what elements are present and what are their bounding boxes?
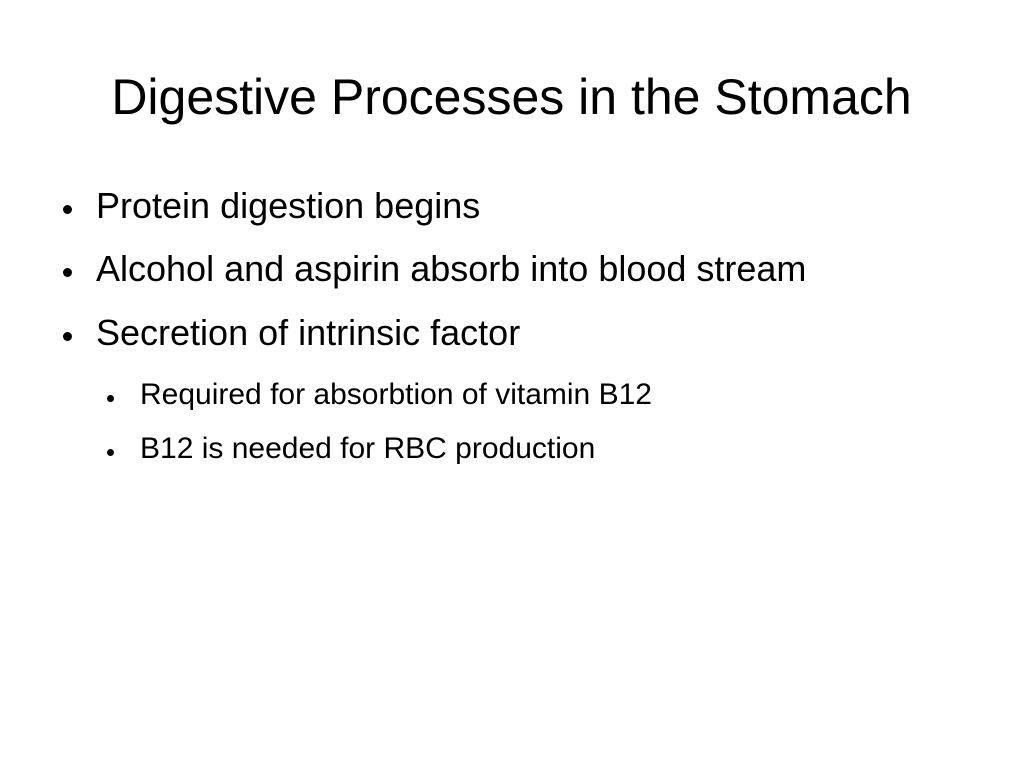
sub-bullet-text: B12 is needed for RBC production xyxy=(140,432,596,465)
bullet-dot-icon xyxy=(63,268,72,277)
sub-bullet-dot-icon xyxy=(107,449,114,456)
bullet-dot-icon xyxy=(63,205,72,214)
slide-title: Digestive Processes in the Stomach xyxy=(111,69,912,125)
bullet-text: Protein digestion begins xyxy=(96,185,481,226)
sub-bullet-dot-icon xyxy=(107,395,114,402)
sub-bullet-text: Required for absorbtion of vitamin B12 xyxy=(140,378,652,411)
bullet-item-intrinsic-factor: Secretion of intrinsic factor xyxy=(63,312,521,353)
sub-bullet-item-vitamin-b12: Required for absorbtion of vitamin B12 xyxy=(107,378,652,412)
bullet-text: Alcohol and aspirin absorb into blood st… xyxy=(96,248,807,289)
sub-bullet-item-rbc-production: B12 is needed for RBC production xyxy=(107,432,596,466)
bullet-item-protein-digestion: Protein digestion begins xyxy=(63,185,481,226)
bullet-item-alcohol-aspirin: Alcohol and aspirin absorb into blood st… xyxy=(63,248,807,289)
bullet-text: Secretion of intrinsic factor xyxy=(96,312,521,353)
bullet-dot-icon xyxy=(63,332,72,341)
